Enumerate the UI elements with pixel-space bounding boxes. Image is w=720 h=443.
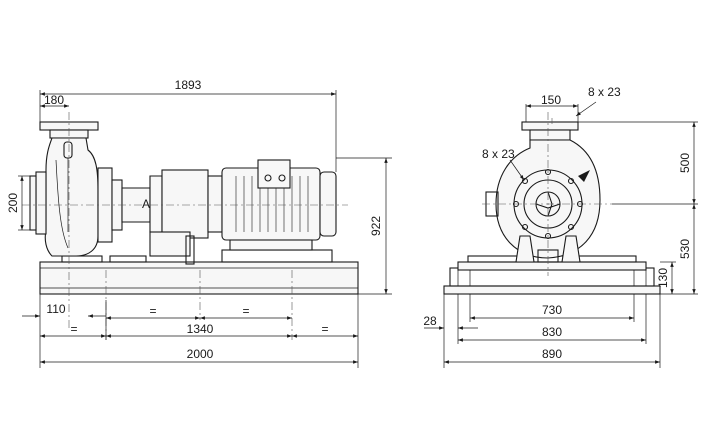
- coupling-mark: A: [142, 197, 150, 211]
- dim-base-width: 890: [542, 347, 562, 361]
- end-volute: [485, 121, 601, 263]
- dim-total-height: 922: [369, 216, 383, 236]
- dim-baseplate-length: 2000: [187, 347, 214, 361]
- label-discharge-holes: 8 x 23: [588, 85, 621, 99]
- dim-suction-offset: 180: [44, 93, 64, 107]
- side-view: A: [6, 78, 392, 368]
- end-view: 150 8 x 23 8 x 23 500 530 130 28 730 830…: [423, 85, 698, 368]
- pump-casing: [29, 121, 123, 257]
- dim-base-height: 130: [656, 268, 670, 288]
- dim-lower-height: 530: [678, 239, 692, 259]
- dim-equal-mid-left: =: [149, 304, 156, 318]
- dim-equal-right: =: [321, 322, 328, 336]
- dim-shaft-height: 200: [6, 193, 20, 213]
- rotation-arrow-icon: [578, 170, 590, 182]
- dim-upper-height: 500: [678, 153, 692, 173]
- dim-overall-length: 1893: [175, 78, 202, 92]
- dim-foot-offset: 110: [46, 302, 65, 316]
- dim-bolt-spacing: 1340: [187, 322, 214, 336]
- dim-inner-width: 730: [542, 303, 562, 317]
- motor: [207, 159, 337, 251]
- dim-base-edge: 28: [423, 314, 437, 328]
- dim-flange-offset: 150: [541, 93, 561, 107]
- coupling-lantern: A: [121, 169, 209, 265]
- dim-equal-mid-right: =: [242, 304, 249, 318]
- dim-equal-left: =: [70, 322, 77, 336]
- baseplate: [39, 249, 359, 295]
- dim-bolt-width: 830: [542, 325, 562, 339]
- label-suction-holes: 8 x 23: [482, 147, 515, 161]
